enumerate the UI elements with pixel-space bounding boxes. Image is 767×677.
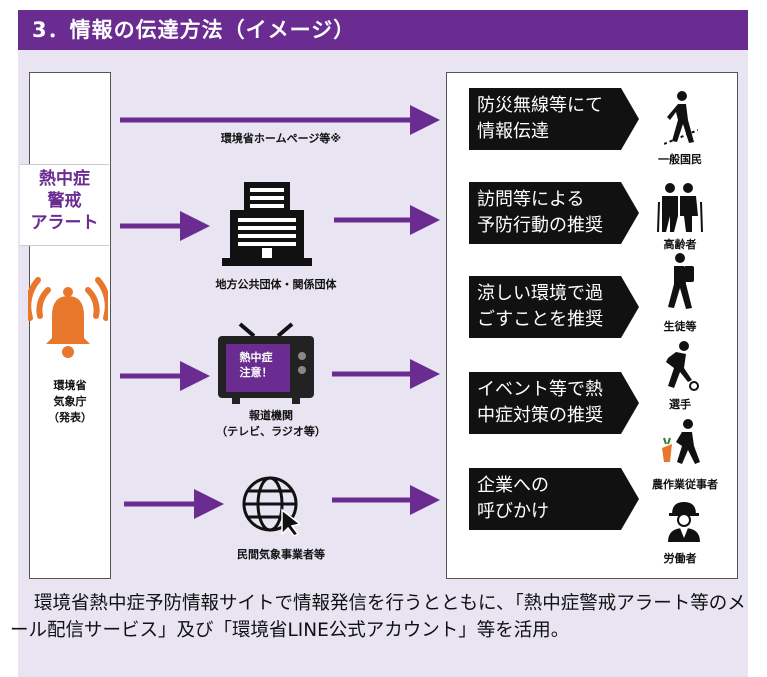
action-text-1: 防災無線等にて 情報伝達 <box>477 95 603 142</box>
localgov-label: 地方公共団体・関係団体 <box>215 278 337 291</box>
media-label: 報道機関 （テレビ、ラジオ等） <box>196 408 346 440</box>
tv-screen-text: 熱中症 注意！ <box>226 350 286 380</box>
government-building-icon <box>222 182 312 266</box>
alert-line-3: アラート <box>30 213 99 233</box>
action-banner-3: 涼しい環境で過 ごすことを推奨 <box>469 276 639 338</box>
banner-shape <box>469 182 639 244</box>
tv-line-2: 注意！ <box>239 366 273 379</box>
target-label-farmers: 農作業従事者 <box>652 478 718 491</box>
action-text-2: 訪問等による 予防行動の推奨 <box>477 189 603 236</box>
action-text-5: 企業への 呼びかけ <box>477 475 549 522</box>
target-label-students: 生徒等 <box>663 320 697 333</box>
action-banner-1: 防災無線等にて 情報伝達 <box>469 88 639 150</box>
action-banner-5: 企業への 呼びかけ <box>469 468 639 530</box>
target-label-workers: 労働者 <box>663 552 697 565</box>
alarm-bell-icon <box>28 277 108 358</box>
page-title: 3．情報の伝達方法（イメージ） <box>18 10 748 50</box>
footer-note: 環境省熱中症予防情報サイトで情報発信を行うとともに、「熱中症警戒アラート等のメー… <box>10 593 746 641</box>
banner-shape <box>469 468 639 530</box>
jma-moe-source: 環境省 気象庁 （発表） <box>29 378 111 426</box>
tv-icon <box>218 322 314 404</box>
banner-shape <box>469 372 639 434</box>
source-line-1: 環境省 <box>53 379 87 392</box>
banner-shape <box>469 88 639 150</box>
action-text-4: イベント等で熱 中症対策の推奨 <box>477 379 603 426</box>
media-label-1: 報道機関 <box>249 409 293 422</box>
elderly-couple-icon <box>657 183 703 232</box>
worker-helmet-icon <box>668 502 700 542</box>
alert-line-1: 熱中症 <box>39 169 90 189</box>
weather-label: 民間気象事業者等 <box>237 548 325 561</box>
athlete-icon <box>666 341 699 391</box>
source-line-2: 気象庁 <box>53 395 87 408</box>
heat-alert-label: 熱中症 警戒 アラート <box>20 164 109 246</box>
target-label-elderly: 高齢者 <box>663 238 697 251</box>
tv-line-1: 熱中症 <box>239 351 273 364</box>
action-text-3: 涼しい環境で過 ごすことを推奨 <box>477 283 604 330</box>
media-label-2: （テレビ、ラジオ等） <box>216 425 326 438</box>
target-label-athletes: 選手 <box>669 398 691 411</box>
alert-line-2: 警戒 <box>47 191 82 211</box>
globe-cursor-icon <box>242 476 302 536</box>
source-line-3: （発表） <box>48 411 92 424</box>
pedestrian-icon <box>664 91 698 145</box>
source-column <box>29 72 111 579</box>
student-icon <box>668 253 694 309</box>
action-banner-2: 訪問等による 予防行動の推奨 <box>469 182 639 244</box>
homepage-label: 環境省ホームページ等※ <box>220 132 342 145</box>
action-banner-4: イベント等で熱 中症対策の推奨 <box>469 372 639 434</box>
target-label-general: 一般国民 <box>658 153 702 166</box>
banner-shape <box>469 276 639 338</box>
farmer-icon <box>662 419 700 464</box>
